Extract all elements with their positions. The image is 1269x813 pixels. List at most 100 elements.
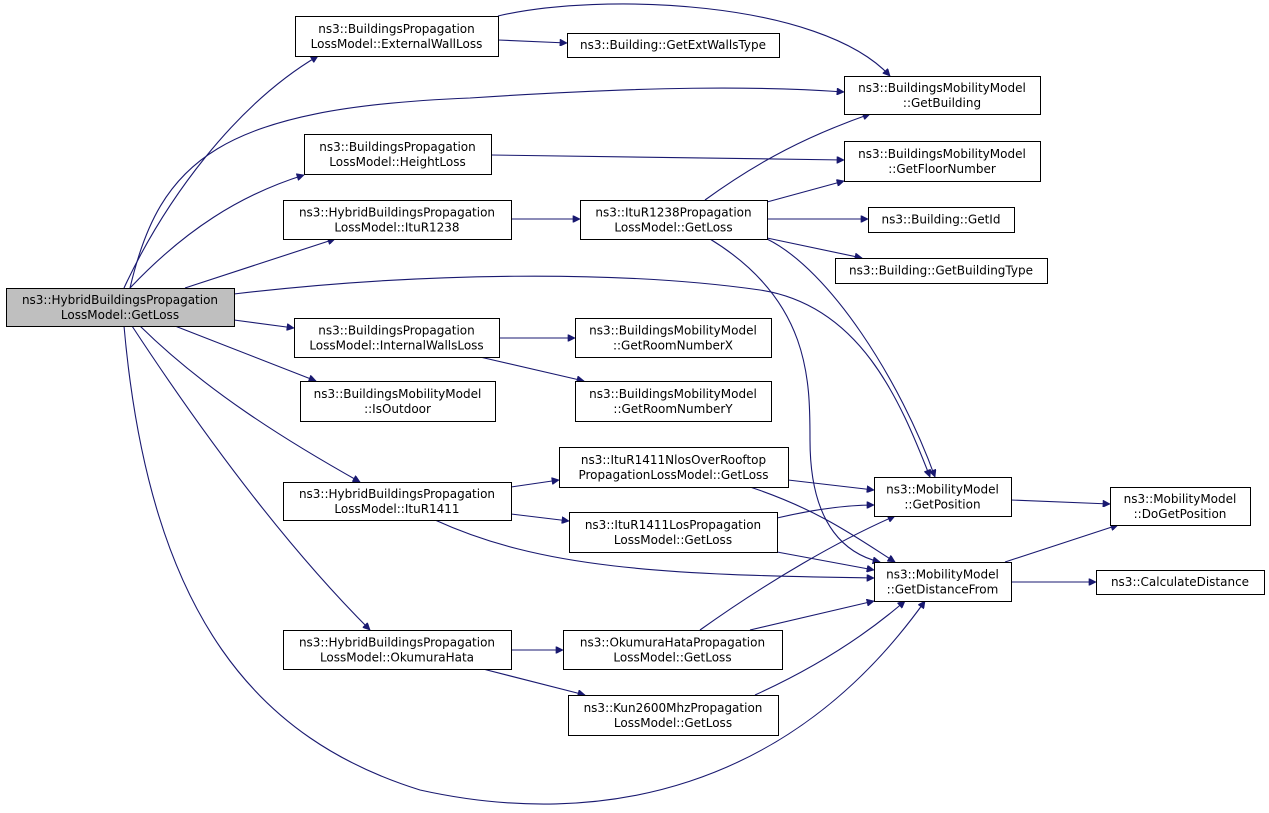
edge-okumuraloss-getpos: [699, 516, 895, 631]
node-box: [6, 288, 235, 327]
edge-root-itur1238: [184, 239, 335, 289]
node-roomx[interactable]: ns3::BuildingsMobilityModel::GetRoomNumb…: [575, 318, 772, 358]
node-label-line1: ns3::BuildingsMobilityModel: [589, 324, 757, 338]
node-itur1238loss[interactable]: ns3::ItuR1238PropagationLossModel::GetLo…: [580, 200, 768, 240]
node-label-line1: ns3::HybridBuildingsPropagation: [22, 293, 218, 307]
edge-kun-getdist: [754, 601, 905, 696]
node-label-line1: ns3::BuildingsMobilityModel: [589, 387, 757, 401]
edge-root-intwall: [233, 319, 294, 328]
node-label-line1: ns3::MobilityModel: [886, 483, 999, 497]
node-box: [559, 447, 789, 488]
edge-los-getdist: [776, 551, 874, 570]
edge-nlos-getpos: [787, 479, 874, 490]
node-los[interactable]: ns3::ItuR1411LosPropagationLossModel::Ge…: [569, 512, 778, 553]
node-box: [295, 16, 499, 57]
node-okumura[interactable]: ns3::HybridBuildingsPropagationLossModel…: [283, 630, 512, 670]
node-label-line1: ns3::HybridBuildingsPropagation: [299, 636, 495, 650]
node-getextwalls[interactable]: ns3::Building::GetExtWallsType: [567, 33, 780, 58]
node-box: [575, 381, 772, 422]
edge-root-okumura: [131, 325, 370, 630]
node-box: [300, 381, 496, 422]
node-label-line2: ::GetPosition: [904, 498, 980, 512]
node-box: [563, 630, 783, 670]
edge-getpos-dogetpos: [1010, 499, 1110, 504]
edge-nlos-getdist: [749, 486, 895, 563]
node-box: [575, 318, 772, 358]
edge-root-getpos: [233, 275, 930, 477]
node-label-line2: LossModel::GetLoss: [613, 651, 731, 665]
node-dogetpos[interactable]: ns3::MobilityModel::DoGetPosition: [1110, 487, 1251, 526]
node-itur1238[interactable]: ns3::HybridBuildingsPropagationLossModel…: [283, 200, 512, 240]
node-label-line2: LossModel::ItuR1411: [334, 502, 459, 516]
node-getbuilding[interactable]: ns3::BuildingsMobilityModel::GetBuilding: [844, 76, 1041, 115]
node-nlos[interactable]: ns3::ItuR1411NlosOverRooftopPropagationL…: [559, 447, 789, 488]
node-label-line2: ::GetBuilding: [903, 96, 981, 110]
edge-itur1411-los: [510, 513, 569, 521]
edge-root-getdist: [123, 325, 925, 805]
node-label-line1: ns3::Building::GetId: [882, 213, 1001, 227]
node-intwall[interactable]: ns3::BuildingsPropagationLossModel::Inte…: [294, 318, 500, 358]
edge-extwall-getextwalls: [497, 40, 567, 43]
node-roomy[interactable]: ns3::BuildingsMobilityModel::GetRoomNumb…: [575, 381, 772, 422]
node-getdist[interactable]: ns3::MobilityModel::GetDistanceFrom: [874, 562, 1012, 602]
edge-itur1238loss-getdist: [709, 238, 880, 562]
node-getpos[interactable]: ns3::MobilityModel::GetPosition: [874, 477, 1012, 517]
node-okumuraloss[interactable]: ns3::OkumuraHataPropagationLossModel::Ge…: [563, 630, 783, 670]
node-label-line1: ns3::BuildingsMobilityModel: [314, 387, 482, 401]
node-box: [874, 477, 1012, 517]
node-label-line1: ns3::BuildingsPropagation: [319, 140, 475, 154]
node-box: [1096, 570, 1265, 595]
node-label-line2: LossModel::GetLoss: [614, 533, 732, 547]
node-label-line2: ::DoGetPosition: [1134, 507, 1227, 521]
node-label-line1: ns3::Building::GetExtWallsType: [580, 38, 766, 52]
node-box: [568, 695, 779, 736]
node-box: [1110, 487, 1251, 526]
node-label-line1: ns3::ItuR1238Propagation: [595, 206, 751, 220]
node-box: [283, 482, 512, 521]
edge-extwall-getbuilding: [497, 3, 890, 76]
node-label-line2: LossModel::GetLoss: [614, 221, 732, 235]
node-getfloor[interactable]: ns3::BuildingsMobilityModel::GetFloorNum…: [844, 141, 1041, 182]
node-label-line1: ns3::CalculateDistance: [1111, 575, 1249, 589]
node-label-line1: ns3::ItuR1411NlosOverRooftop: [581, 453, 766, 467]
node-label-line1: ns3::HybridBuildingsPropagation: [299, 206, 495, 220]
node-kun[interactable]: ns3::Kun2600MhzPropagationLossModel::Get…: [568, 695, 779, 736]
node-calcdist[interactable]: ns3::CalculateDistance: [1096, 570, 1265, 595]
node-label-line1: ns3::HybridBuildingsPropagation: [299, 487, 495, 501]
edges: [123, 3, 1118, 805]
node-label-line2: LossModel::GetLoss: [614, 716, 732, 730]
node-label-line2: LossModel::InternalWallsLoss: [309, 339, 483, 353]
node-box: [844, 76, 1041, 115]
node-box: [567, 33, 780, 58]
node-root[interactable]: ns3::HybridBuildingsPropagationLossModel…: [6, 288, 235, 327]
edge-root-isoutdoor: [174, 325, 316, 381]
edge-root-heightloss: [129, 175, 304, 289]
node-heightloss[interactable]: ns3::BuildingsPropagationLossModel::Heig…: [304, 134, 492, 175]
node-isoutdoor[interactable]: ns3::BuildingsMobilityModel::IsOutdoor: [300, 381, 496, 422]
node-label-line2: LossModel::HeightLoss: [329, 155, 465, 169]
edge-itur1411-nlos: [510, 480, 559, 488]
node-box: [294, 318, 500, 358]
edge-root-extwall: [123, 55, 318, 289]
node-box: [283, 630, 512, 670]
node-label-line1: ns3::BuildingsPropagation: [318, 324, 474, 338]
node-itur1411[interactable]: ns3::HybridBuildingsPropagationLossModel…: [283, 482, 512, 521]
nodes: ns3::HybridBuildingsPropagationLossModel…: [6, 16, 1265, 736]
node-box: [844, 141, 1041, 182]
node-label-line1: ns3::OkumuraHataPropagation: [580, 636, 765, 650]
node-label-line2: LossModel::ItuR1238: [334, 221, 459, 235]
node-box: [569, 512, 778, 553]
node-label-line1: ns3::BuildingsPropagation: [318, 22, 474, 36]
node-label-line2: ::GetRoomNumberY: [613, 402, 733, 416]
node-extwall[interactable]: ns3::BuildingsPropagationLossModel::Exte…: [295, 16, 499, 57]
node-label-line1: ns3::MobilityModel: [886, 568, 999, 582]
node-box: [835, 258, 1048, 284]
node-label-line1: ns3::MobilityModel: [1124, 492, 1237, 506]
edge-root-itur1411: [139, 325, 360, 483]
node-getid[interactable]: ns3::Building::GetId: [868, 207, 1015, 233]
edge-itur1238loss-getpos: [766, 238, 935, 477]
node-getbtype[interactable]: ns3::Building::GetBuildingType: [835, 258, 1048, 284]
node-label-line1: ns3::BuildingsMobilityModel: [858, 147, 1026, 161]
node-label-line2: ::GetFloorNumber: [888, 162, 996, 176]
